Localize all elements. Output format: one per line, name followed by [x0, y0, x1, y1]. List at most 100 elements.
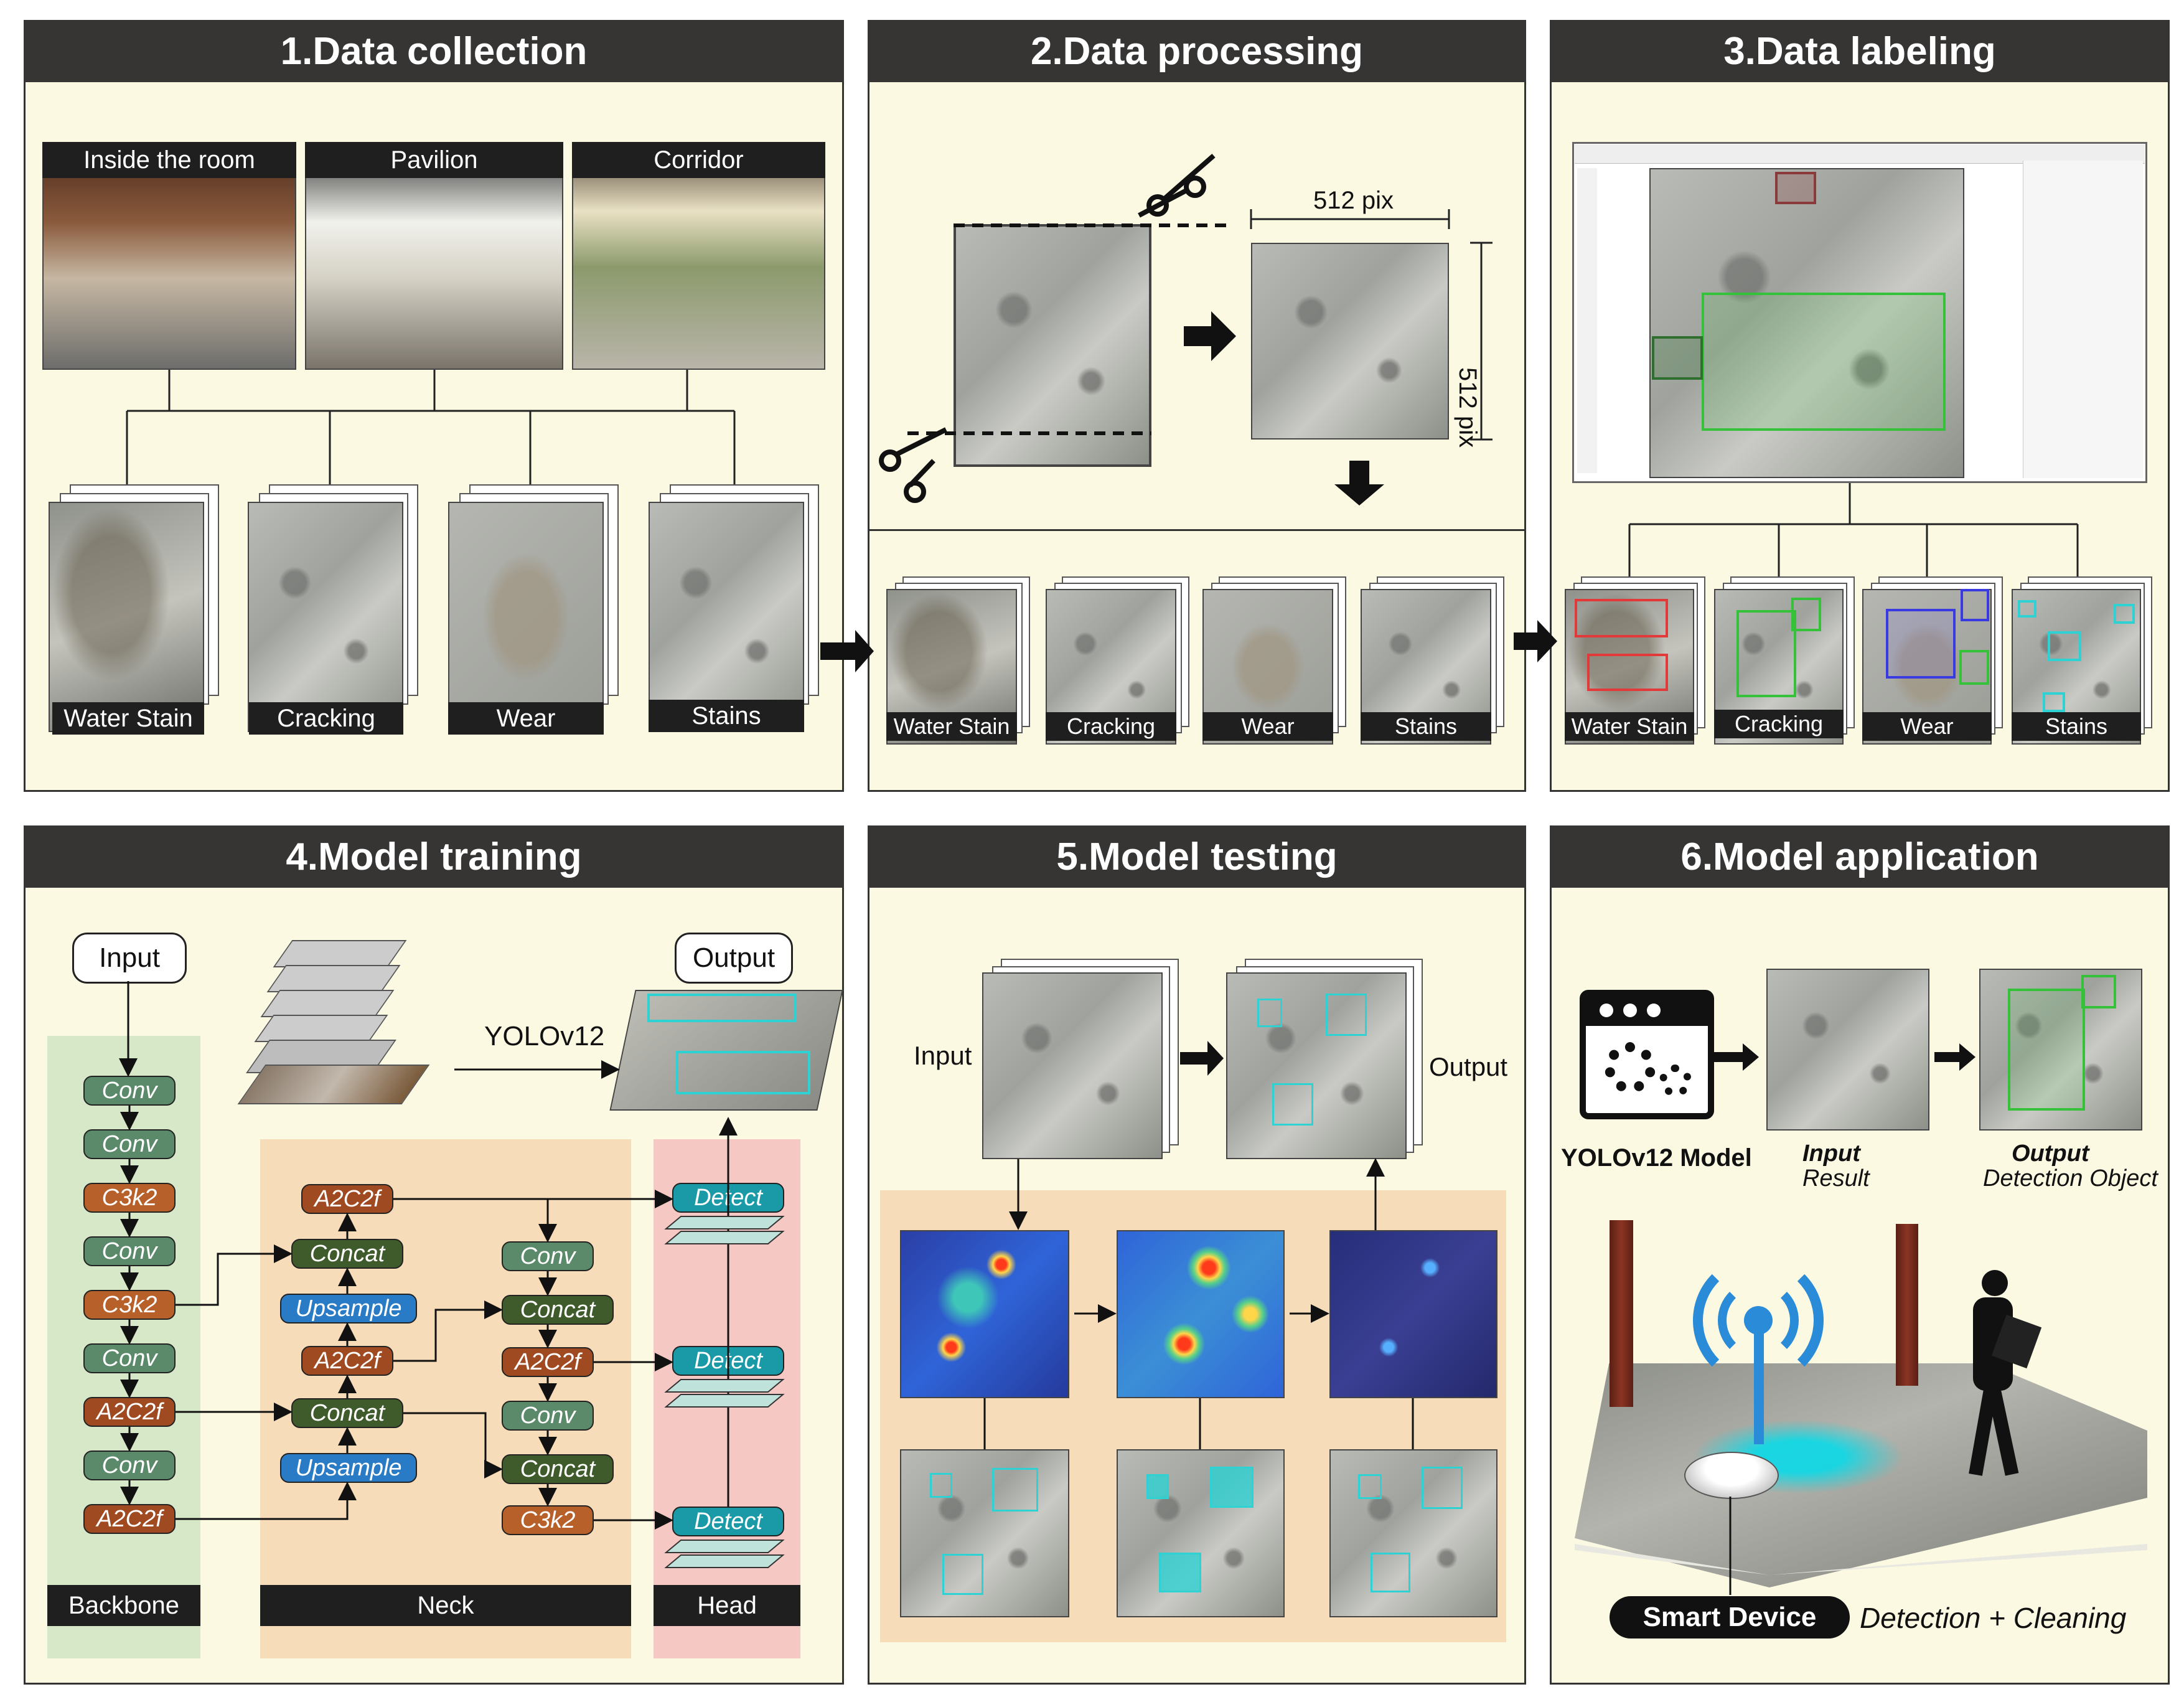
- backbone-node-6: Conv: [83, 1343, 176, 1373]
- pillar-right: [1896, 1224, 1918, 1386]
- tile-label-stains: Stains: [1361, 712, 1491, 741]
- tile-label-water-stain: Water Stain: [886, 712, 1017, 741]
- category-photo-cracking: [248, 502, 403, 732]
- robot-vacuum-icon: [1684, 1452, 1779, 1499]
- arrow-crop-right: [1184, 311, 1236, 361]
- neck-right-node-5: Concat: [502, 1454, 614, 1484]
- heatmap-1: [900, 1230, 1069, 1398]
- test-input-image: [982, 972, 1163, 1159]
- labeling-tool-menubar: [1575, 144, 2145, 164]
- smart-device-pill: Smart Device: [1610, 1596, 1850, 1639]
- det1-box-1: [930, 1473, 952, 1498]
- label-box-top: [1775, 172, 1816, 204]
- smart-device-action: Detection + Cleaning: [1860, 1602, 2127, 1634]
- input-node: Input: [72, 933, 187, 984]
- panel-divider: [868, 529, 1526, 531]
- raw-crop-source: [954, 224, 1151, 467]
- annotated-label-stains: Stains: [2012, 712, 2141, 741]
- box-stains-2: [2048, 631, 2081, 661]
- neck-right-node-2: Concat: [502, 1295, 614, 1325]
- gear-window-icon: [1580, 990, 1714, 1119]
- app-output-label: Output: [2012, 1140, 2089, 1167]
- app-model-label: YOLOv12 Model: [1561, 1144, 1752, 1172]
- app-output-sub: Detection Object: [1983, 1165, 2158, 1192]
- box-wear-1: [1886, 609, 1956, 679]
- output-plate-box-1: [647, 994, 797, 1022]
- det1-box-2: [992, 1468, 1038, 1512]
- panel-title-model-testing: 5.Model testing: [868, 825, 1526, 888]
- section-label-backbone: Backbone: [47, 1585, 200, 1626]
- cropped-tile: [1251, 243, 1449, 440]
- labeling-tool-right-panel: [2023, 161, 2143, 478]
- backbone-node-3: C3k2: [83, 1183, 176, 1213]
- backbone-node-5: C3k2: [83, 1290, 176, 1320]
- category-label-cracking: Cracking: [249, 702, 403, 735]
- det2-box-1: [1146, 1474, 1169, 1499]
- box-stains-1: [2018, 600, 2036, 618]
- tree-line: [1628, 483, 2079, 576]
- annotated-label-water-stain: Water Stain: [1565, 712, 1694, 741]
- category-label-water-stain: Water Stain: [52, 702, 204, 735]
- label-box-left: [1652, 336, 1703, 380]
- arrow-p1-p2: [820, 630, 874, 672]
- app-output-box-1: [2008, 989, 2085, 1111]
- section-label-neck: Neck: [260, 1585, 631, 1626]
- tile-width-label: 512 pix: [1313, 187, 1394, 214]
- test-input-label: Input: [914, 1041, 972, 1070]
- box-stains-3: [2114, 604, 2135, 624]
- scene-label-pavilion: Pavilion: [305, 142, 563, 178]
- label-box-large: [1702, 293, 1946, 431]
- tile-label-cracking: Cracking: [1046, 712, 1176, 741]
- arrow-app-1: [1713, 1043, 1759, 1071]
- backbone-node-8: Conv: [83, 1450, 176, 1480]
- tree-line: [126, 370, 736, 484]
- scene-photo-pavilion: [305, 142, 563, 370]
- detection-result-1: [900, 1449, 1069, 1617]
- backbone-node-4: Conv: [83, 1236, 176, 1266]
- output-node: Output: [675, 933, 793, 984]
- box-water-stain-2: [1587, 654, 1668, 691]
- test-output-box-3: [1272, 1083, 1313, 1126]
- panel-title-model-training: 4.Model training: [24, 825, 844, 888]
- panel-title-data-processing: 2.Data processing: [868, 20, 1526, 82]
- panel-title-model-application: 6.Model application: [1550, 825, 2170, 888]
- category-label-stains: Stains: [649, 700, 804, 732]
- category-photo-water-stain: [49, 502, 204, 732]
- box-cracking-1: [1736, 610, 1796, 697]
- test-output-image: [1226, 972, 1407, 1159]
- model-name-label: YOLOv12: [484, 1021, 605, 1051]
- backbone-node-1: Conv: [83, 1076, 176, 1106]
- arrow-test: [1180, 1041, 1224, 1076]
- det2-box-3: [1159, 1553, 1201, 1592]
- det1-box-3: [942, 1554, 983, 1595]
- app-input-label: Input: [1802, 1140, 1860, 1167]
- box-wear-3: [1959, 650, 1989, 685]
- section-label-head: Head: [654, 1585, 800, 1626]
- arrow-p2-p3: [1514, 620, 1557, 662]
- scene-photo-corridor: [572, 142, 825, 370]
- box-water-stain-1: [1575, 599, 1668, 637]
- neck-right-node-4: Conv: [502, 1401, 594, 1431]
- annotated-label-wear: Wear: [1862, 712, 1992, 741]
- tile-label-wear: Wear: [1202, 712, 1333, 741]
- box-stains-4: [2043, 692, 2065, 712]
- panel-title-data-collection: 1.Data collection: [24, 20, 844, 82]
- det3-box-2: [1422, 1467, 1463, 1509]
- dimension-line: [1250, 209, 1493, 441]
- category-photo-stains: [649, 502, 804, 732]
- person-icon: [1954, 1270, 2042, 1476]
- head-detect-3: Detect: [672, 1507, 784, 1536]
- app-input-image: [1766, 969, 1929, 1131]
- scene-label-room: Inside the room: [42, 142, 296, 178]
- test-output-label: Output: [1429, 1052, 1508, 1081]
- wifi-mast: [1754, 1332, 1764, 1444]
- cut-line: [907, 223, 1227, 435]
- heatmap-3: [1329, 1230, 1497, 1398]
- test-output-box-1: [1257, 999, 1282, 1027]
- wifi-icon: [1693, 1255, 1824, 1386]
- scissors-icon: [1138, 153, 1216, 218]
- app-input-sub: Result: [1802, 1165, 1870, 1192]
- arrow-crop-down: [1334, 461, 1384, 505]
- pillar-left: [1610, 1220, 1633, 1407]
